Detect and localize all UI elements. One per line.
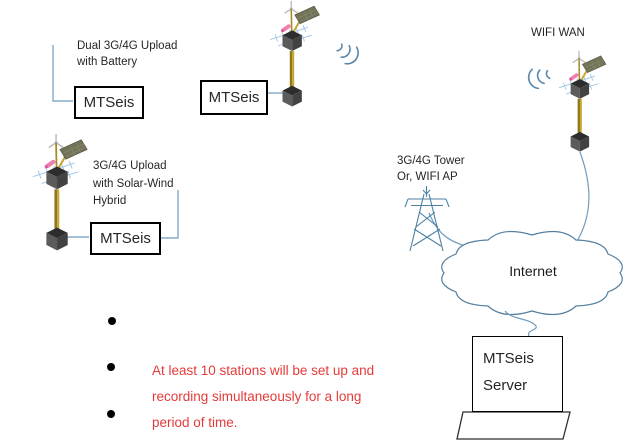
mtseis-box-battery: MTSeis [74, 86, 144, 119]
wifi-signal-icon [336, 43, 359, 65]
bullet-point [107, 363, 115, 371]
seismic-station-wifiwan [557, 49, 607, 153]
bullet-point [107, 410, 115, 418]
label-internet: Internet [509, 263, 557, 279]
connector-hybrid-label [161, 190, 179, 239]
connector-battery-label [52, 45, 73, 102]
seismic-station-top [269, 0, 321, 108]
laptop-icon [456, 411, 571, 440]
label-tower: 3G/4G Tower Or, WIFI AP [397, 155, 465, 183]
connector-tower-cloud [428, 212, 467, 247]
label-wifi-wan: WIFI WAN [531, 27, 585, 39]
cell-tower-icon [404, 186, 450, 252]
internet-cloud [441, 230, 623, 316]
connector-cloud-server [504, 310, 537, 338]
wifi-signal-icon [527, 68, 551, 90]
mtseis-box-hybrid: MTSeis [90, 222, 161, 255]
bullet-point [108, 317, 116, 325]
mtseis-box-top: MTSeis [200, 80, 268, 115]
mtseis-server-box: MTSeis Server [472, 336, 563, 412]
note-text: At least 10 stations will be set up and … [152, 363, 375, 430]
seismic-station-left [31, 132, 89, 252]
connector-wifiwan-cloud [575, 151, 590, 244]
label-solar-wind: 3G/4G Upload with Solar-Wind Hybrid [93, 160, 174, 207]
label-dual-upload: Dual 3G/4G Upload with Battery [77, 40, 178, 68]
